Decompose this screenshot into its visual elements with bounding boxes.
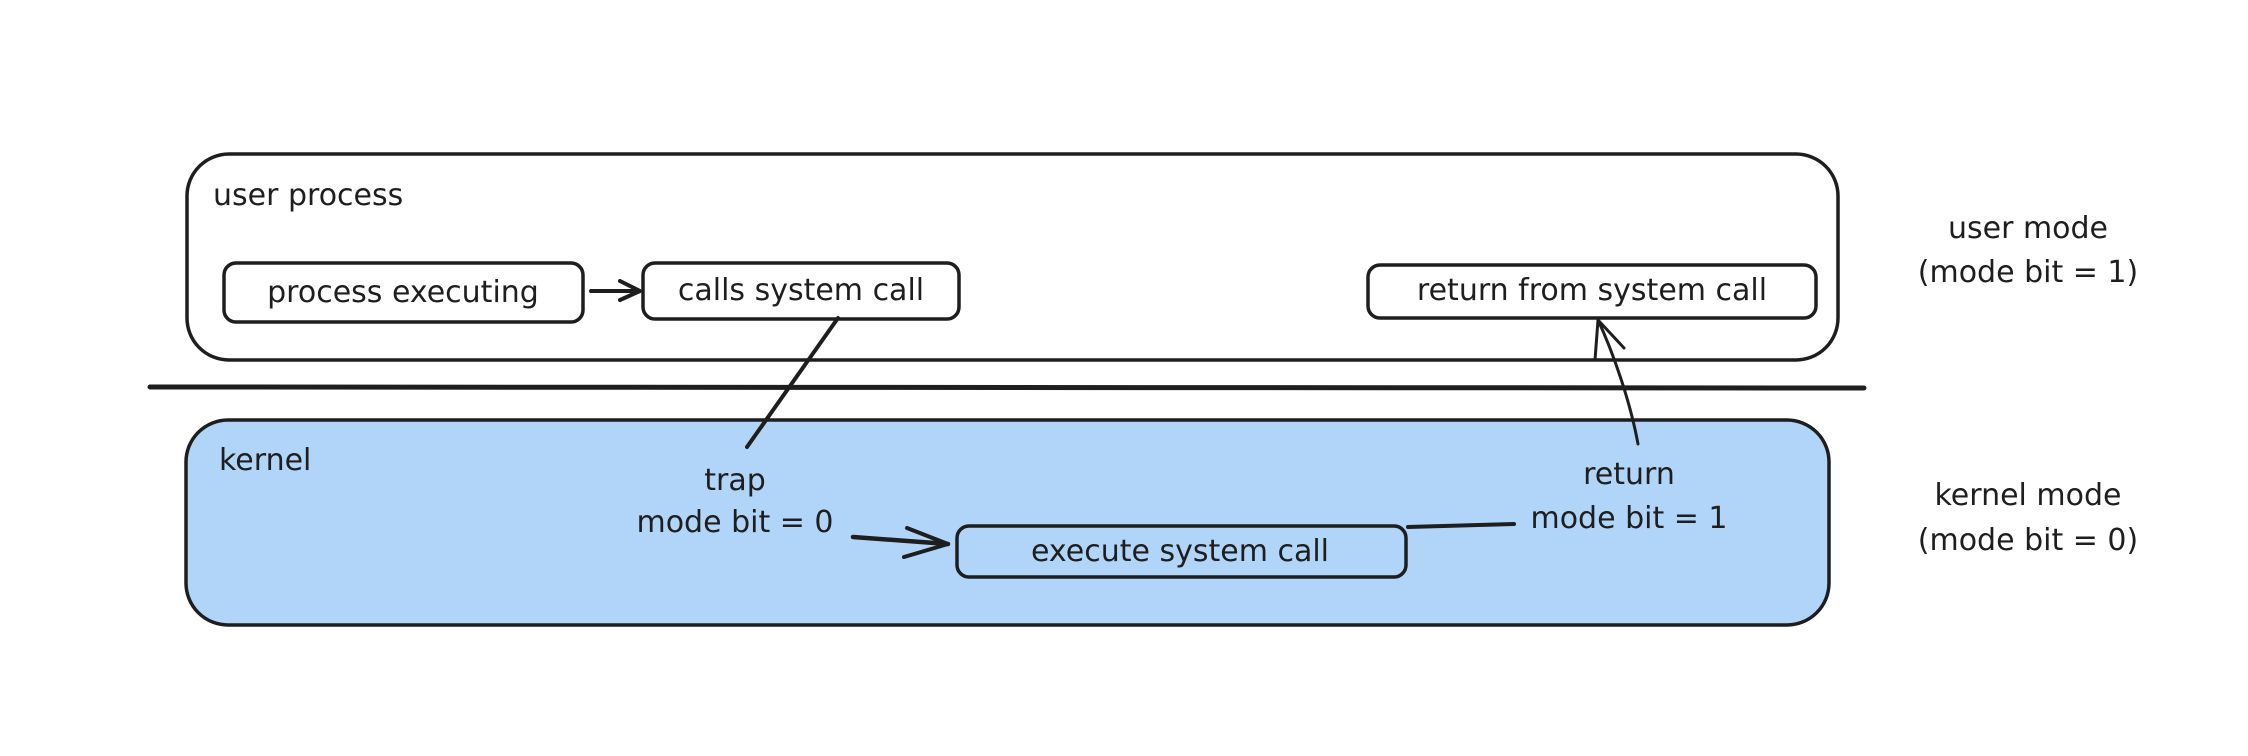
user-mode-label: user mode: [1948, 211, 2108, 246]
return-mode-bit-label: mode bit = 1: [1530, 501, 1727, 536]
trap-edge-line: [745, 316, 840, 449]
kernel-mode-bit-label: (mode bit = 0): [1918, 523, 2138, 558]
arrow-trap-to-execute: [850, 526, 951, 559]
calls-system-call-node[interactable]: [641, 261, 961, 321]
arrow-return-to-user: [1593, 318, 1640, 446]
return-from-system-call-label: return from system call: [1417, 273, 1767, 308]
kernel-mode-label: kernel mode: [1935, 478, 2122, 513]
kernel-region: [184, 418, 1831, 627]
user-process-region: [185, 152, 1840, 362]
arrow-process-to-call: [589, 279, 642, 302]
calls-system-call-label: calls system call: [678, 273, 924, 308]
return-edge-connector: [1406, 522, 1516, 529]
execute-system-call-label: execute system call: [1031, 534, 1329, 569]
process-executing-node[interactable]: [222, 261, 585, 324]
trap-mode-bit-label: mode bit = 0: [636, 505, 833, 540]
mode-separator: [147, 384, 1867, 391]
user-mode-bit-label: (mode bit = 1): [1918, 255, 2138, 290]
return-from-system-call-node[interactable]: [1366, 263, 1818, 320]
trap-label: trap: [704, 463, 766, 498]
kernel-label: kernel: [219, 443, 311, 478]
execute-system-call-node[interactable]: [955, 524, 1408, 579]
user-process-label: user process: [213, 178, 403, 213]
process-executing-label: process executing: [267, 275, 539, 310]
return-label: return: [1583, 457, 1675, 492]
